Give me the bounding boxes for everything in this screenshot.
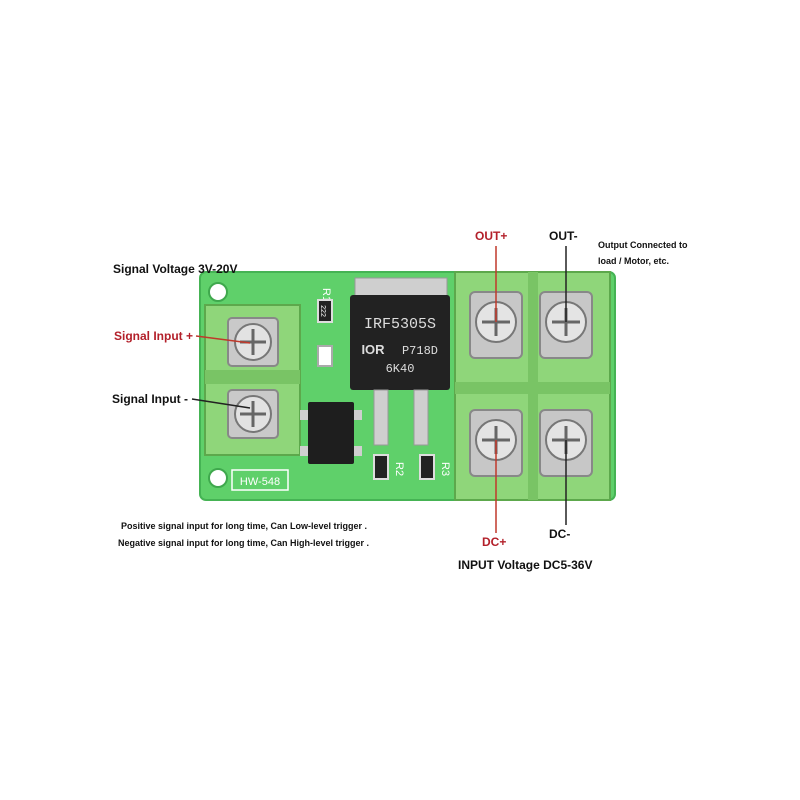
- silkscreen-model: HW-548: [240, 476, 280, 488]
- signal-terminal-block: [204, 304, 301, 456]
- out-minus-label: OUT-: [549, 229, 578, 243]
- silkscreen-r3: R3: [439, 462, 451, 476]
- optocoupler-chip: [300, 402, 362, 464]
- led: [317, 345, 333, 367]
- mosfet-code-1: P718D: [402, 344, 438, 358]
- mosfet-chip: IRF5305S IOR P718D 6K40: [350, 277, 450, 446]
- signal-input-minus-label: Signal Input -: [112, 392, 188, 406]
- silkscreen-r1: R1: [320, 288, 332, 302]
- signal-input-plus-label: Signal Input +: [114, 329, 194, 343]
- signal-voltage-label: Signal Voltage 3V-20V: [113, 262, 238, 276]
- output-note-line1: Output Connected to: [598, 240, 688, 250]
- out-plus-label: OUT+: [475, 229, 508, 243]
- mounting-hole: [208, 282, 228, 302]
- output-note-line2: load / Motor, etc.: [598, 256, 670, 266]
- silkscreen-r2: R2: [393, 462, 405, 476]
- resistor-r2: [373, 454, 389, 480]
- mosfet-code-2: 6K40: [386, 362, 415, 376]
- leader-signal-plus: [195, 335, 251, 344]
- power-terminal-block: [454, 271, 611, 501]
- dc-minus-label: DC-: [549, 527, 571, 541]
- input-voltage-label: INPUT Voltage DC5-36V: [458, 558, 593, 572]
- resistor-code: 222: [319, 305, 326, 317]
- note-line-1: Positive signal input for long time, Can…: [121, 521, 368, 531]
- resistor-r1: [317, 299, 333, 323]
- note-line-2: Negative signal input for long time, Can…: [118, 538, 370, 548]
- resistor-r3: [419, 454, 435, 480]
- mosfet-logo: IOR: [361, 342, 385, 357]
- silkscreen-box: [231, 469, 289, 491]
- mosfet-part-number: IRF5305S: [364, 316, 436, 333]
- mounting-hole: [208, 468, 228, 488]
- dc-plus-label: DC+: [482, 535, 507, 549]
- leader-signal-minus: [191, 398, 251, 409]
